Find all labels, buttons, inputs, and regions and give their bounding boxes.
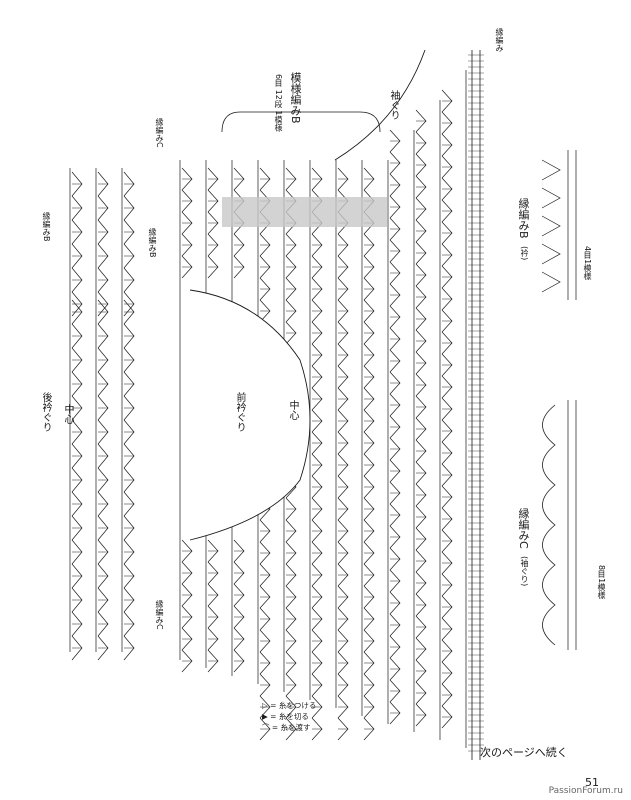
pattern-c-detail-chart <box>542 400 577 650</box>
detail-b-motif <box>541 215 561 237</box>
sleeve-edge <box>334 49 426 161</box>
detail-b-motif <box>541 271 561 293</box>
back-yoke-chart <box>69 168 135 661</box>
detail-b-motif <box>541 243 561 265</box>
detail-b-sub: (衿) <box>520 246 529 261</box>
pattern-repeat-shading <box>222 197 387 227</box>
detail-c-scallop <box>542 404 556 646</box>
legend-item-carry: ⌒ = 糸を渡す <box>262 723 311 732</box>
front-neckline <box>189 289 311 541</box>
watermark: PassionForum.ru <box>548 786 623 796</box>
detail-c-repeat: 8目1模様 <box>597 565 606 600</box>
detail-b-repeat: 4目1模様 <box>583 246 592 281</box>
pattern-b-label-front: 縁編みB <box>148 228 157 258</box>
base-row-lines <box>468 50 484 760</box>
pattern-c-label-bottom: 縁編みC <box>155 600 164 630</box>
pattern-repeat-title: 模様編みB <box>289 72 302 124</box>
pattern-b-label-back: 縁編みB <box>42 212 51 242</box>
front-neck-label: 前衿ぐり <box>234 392 245 432</box>
page-number: 51 <box>585 776 599 789</box>
legend-item-join: ▷ = 糸をつける <box>262 701 317 710</box>
back-neck-label: 後衿ぐり <box>40 392 51 432</box>
center-back-label: 中心 <box>62 404 73 424</box>
detail-b-title: 縁編みB <box>517 198 530 239</box>
detail-b-motif <box>541 159 561 181</box>
legend-item-cut: ▶ = 糸を切る <box>262 712 309 721</box>
center-front-label: 中心 <box>287 400 298 420</box>
continue-next-page: 次のページへ続く <box>480 746 568 759</box>
pattern-bracket <box>221 111 381 133</box>
detail-c-sub: (袖ぐり) <box>520 556 529 587</box>
detail-b-motif <box>541 187 561 209</box>
sleeve-label: 袖ぐり <box>388 90 399 120</box>
pattern-c-label-top: 縁編みC <box>155 118 164 148</box>
rib-label: 縁編み <box>495 28 504 52</box>
front-yoke-chart <box>179 49 467 748</box>
pattern-b-detail-chart <box>541 150 577 300</box>
symbol-legend: ▷ = 糸をつける ▶ = 糸を切る ⌒ = 糸を渡す <box>262 700 316 733</box>
detail-c-title: 縁編みC <box>517 508 530 549</box>
pattern-repeat-detail: 6目 12段 1模様 <box>274 74 283 132</box>
